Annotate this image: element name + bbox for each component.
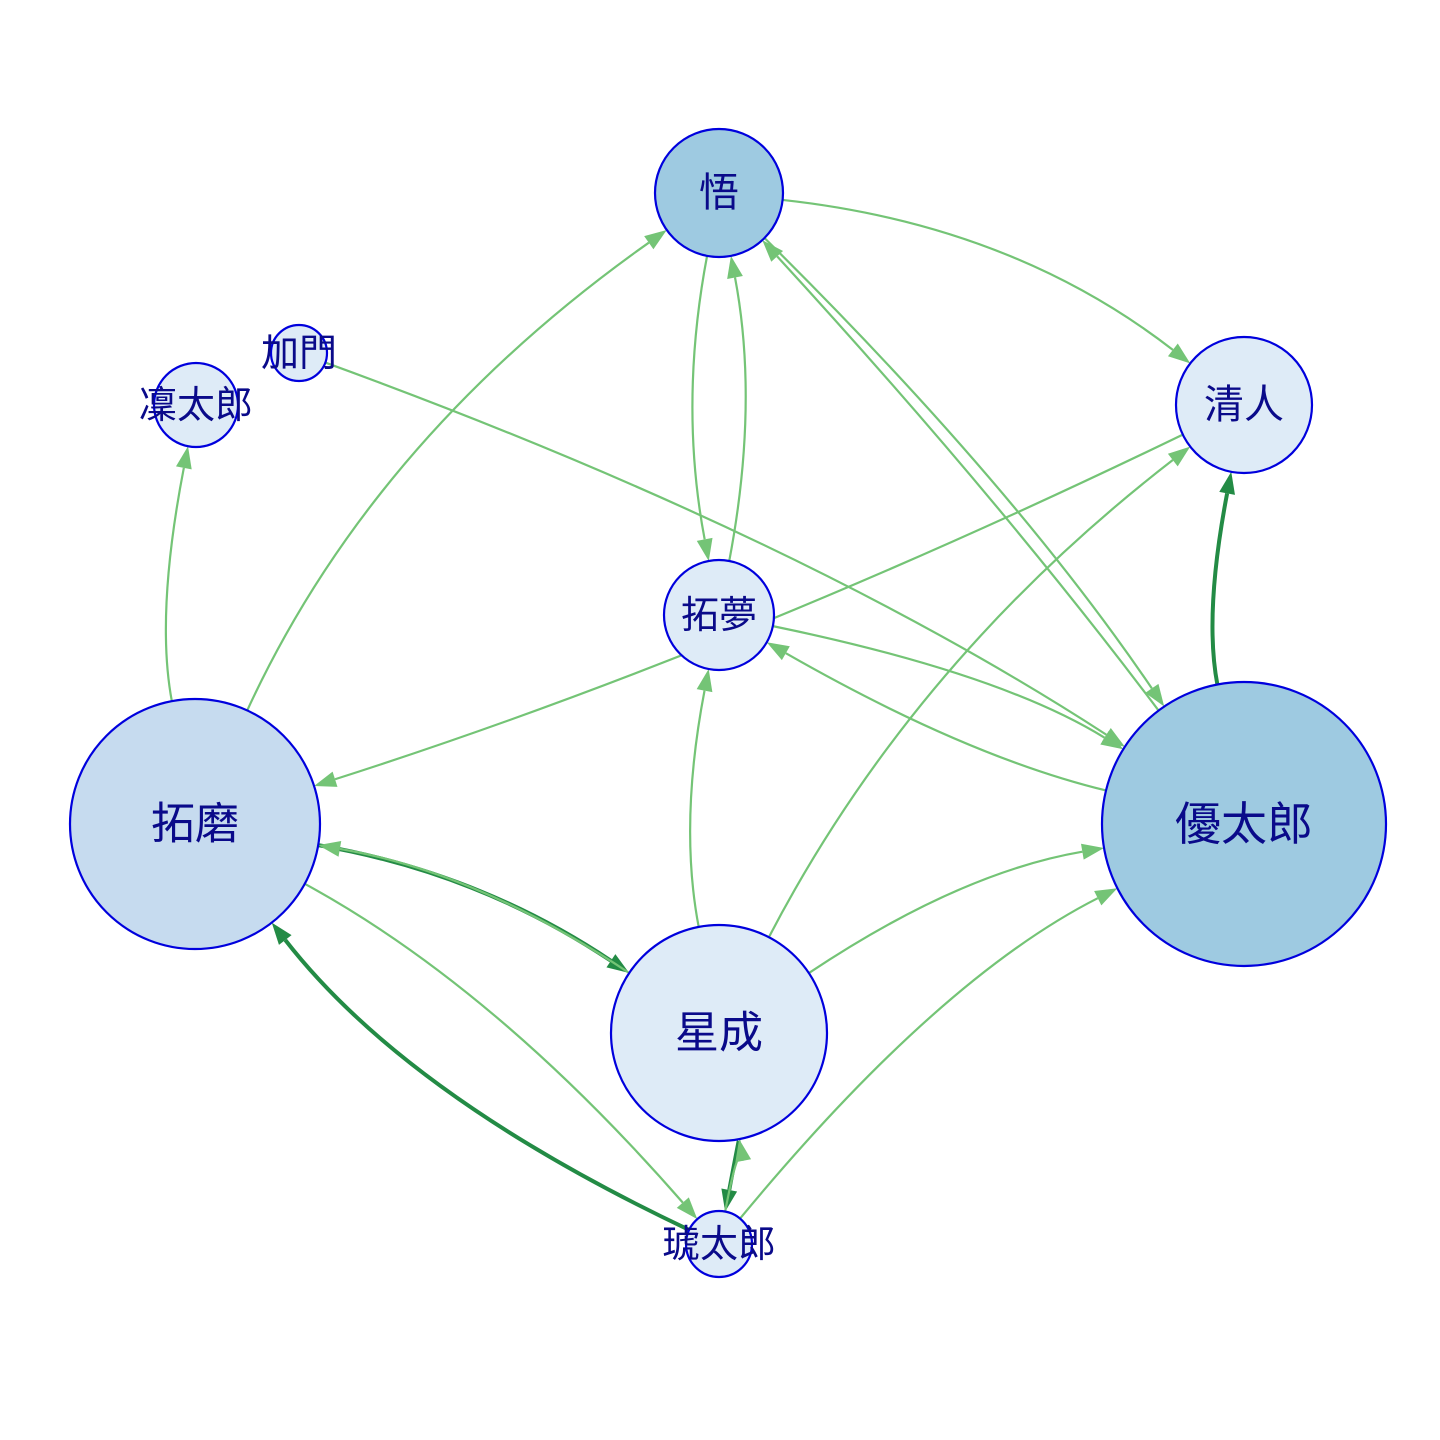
edge-arrowhead-seina-to-takumu xyxy=(696,669,713,693)
node-circle-seina xyxy=(609,923,829,1143)
edge-takuma-to-kotaro xyxy=(304,882,684,1204)
edge-kotaro-to-yutaro xyxy=(739,897,1099,1220)
node-label-seina: 星成 xyxy=(675,1008,763,1059)
node-takumu: 拓夢 xyxy=(662,558,776,672)
node-label-kamon: 加門 xyxy=(261,331,337,375)
edge-takumu-to-satoru xyxy=(728,277,747,562)
node-circle-kotaro xyxy=(684,1209,754,1279)
edge-takuma-to-seina xyxy=(317,843,613,963)
edge-arrowhead-takuma-to-kotaro xyxy=(676,1197,698,1220)
edge-arrowhead-seina-to-kiyoto xyxy=(1167,446,1191,467)
node-kamon: 加門 xyxy=(261,323,337,383)
edge-kotaro-to-takuma xyxy=(283,938,691,1232)
node-kotaro: 琥太郎 xyxy=(662,1209,776,1279)
edge-arrowhead-kotaro-to-seina xyxy=(735,1139,752,1163)
node-seina: 星成 xyxy=(609,923,829,1143)
node-circle-satoru xyxy=(653,127,785,259)
node-yutaro: 優太郎 xyxy=(1100,680,1388,968)
edge-arrowhead-kotaro-to-yutaro xyxy=(1094,888,1118,906)
edge-arrowhead-takuma-to-satoru xyxy=(644,229,667,250)
edge-yutaro-to-takumu xyxy=(785,652,1107,792)
edge-satoru-to-kiyoto xyxy=(782,198,1174,351)
node-circle-takumu xyxy=(662,558,776,672)
node-kiyoto: 清人 xyxy=(1174,335,1314,475)
edges-layer xyxy=(164,198,1235,1232)
node-label-takuma: 拓磨 xyxy=(151,799,239,850)
node-circle-kiyoto xyxy=(1174,335,1314,475)
node-label-kiyoto: 清人 xyxy=(1204,382,1284,428)
edge-seina-to-takuma xyxy=(339,847,630,974)
edge-seina-to-yutaro xyxy=(808,850,1083,974)
node-satoru: 悟 xyxy=(653,127,785,259)
edge-takuma-to-rintaro xyxy=(164,467,185,702)
edge-seina-to-takumu xyxy=(689,690,706,928)
node-label-kotaro: 琥太郎 xyxy=(662,1222,776,1266)
node-circle-takuma xyxy=(68,697,322,951)
node-label-yutaro: 優太郎 xyxy=(1175,797,1313,851)
edge-yutaro-to-kiyoto xyxy=(1210,493,1230,685)
edge-arrowhead-yutaro-to-satoru xyxy=(762,240,784,262)
edge-arrowhead-takumu-to-satoru xyxy=(727,255,743,279)
edge-arrowhead-kotaro-to-takuma xyxy=(271,922,292,945)
edge-arrowhead-seina-to-yutaro xyxy=(1081,843,1105,860)
node-rintaro: 凜太郎 xyxy=(139,361,253,449)
edge-arrowhead-satoru-to-yutaro xyxy=(1145,683,1165,707)
edge-arrowhead-yutaro-to-takumu xyxy=(766,642,790,661)
node-circle-rintaro xyxy=(152,361,240,449)
edge-kamon-to-yutaro xyxy=(324,361,1108,736)
edge-yutaro-to-satoru xyxy=(776,255,1160,712)
edge-satoru-to-takumu xyxy=(691,255,709,540)
edge-seina-to-kiyoto xyxy=(767,459,1174,938)
node-circle-kamon xyxy=(269,323,329,383)
node-takuma: 拓磨 xyxy=(68,697,322,951)
edge-arrowhead-seina-to-takuma xyxy=(318,840,342,857)
node-label-rintaro: 凜太郎 xyxy=(139,383,253,427)
node-label-satoru: 悟 xyxy=(699,170,739,216)
edge-arrowhead-satoru-to-takumu xyxy=(696,537,713,561)
node-circle-yutaro xyxy=(1100,680,1388,968)
edge-arrowhead-yutaro-to-kiyoto xyxy=(1219,471,1235,495)
edge-arrowhead-takuma-to-rintaro xyxy=(175,446,192,470)
node-label-takumu: 拓夢 xyxy=(681,593,757,637)
edge-satoru-to-yutaro xyxy=(763,237,1153,689)
edge-takuma-to-satoru xyxy=(246,241,650,711)
edge-arrowhead-takumu-to-yutaro xyxy=(1100,730,1124,750)
edge-arrowhead-kiyoto-to-takuma xyxy=(314,771,338,787)
edge-takumu-to-yutaro xyxy=(772,625,1106,739)
edge-arrowhead-satoru-to-kiyoto xyxy=(1167,343,1191,364)
